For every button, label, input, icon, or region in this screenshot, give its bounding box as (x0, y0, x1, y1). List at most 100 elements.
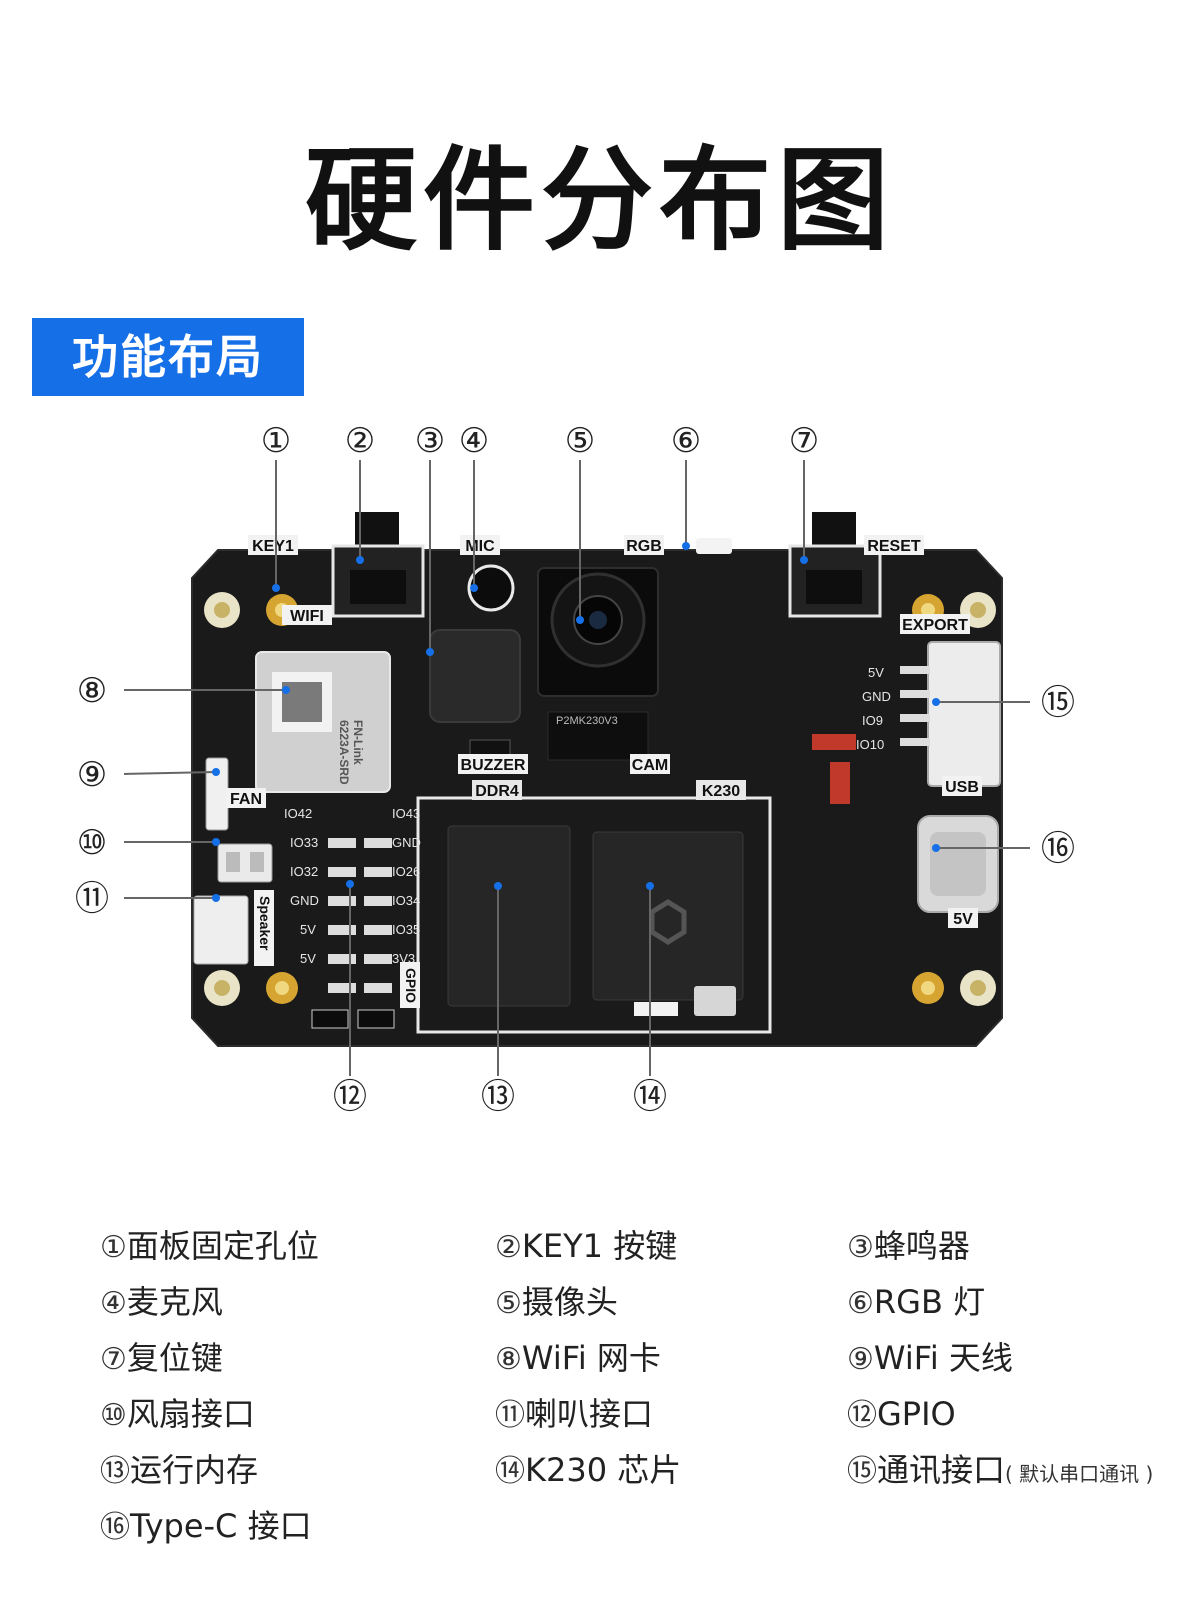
pin-label-gpio_io33: IO33 (290, 835, 318, 850)
callout-markers (212, 542, 940, 902)
callout-number: ④ (459, 422, 489, 460)
gpio-pin (328, 838, 356, 848)
gpio-pin (364, 925, 392, 935)
gpio-pin (364, 867, 392, 877)
gpio-pin (328, 896, 356, 906)
legend-label: 运行内存 (130, 1451, 259, 1489)
legend-label: KEY1 按键 (521, 1227, 678, 1265)
legend-label: Type-C 接口 (130, 1507, 312, 1545)
pin-label-gpio_io35: IO35 (392, 922, 420, 937)
gpio-pin (364, 838, 392, 848)
gpio-pin (364, 983, 392, 993)
board-label-fan: FAN (230, 791, 262, 808)
pin-label-gpio_gnd_l: GND (290, 893, 319, 908)
legend-number: ⑯ (100, 1510, 130, 1545)
callout-lines (123, 460, 1030, 1076)
callout-marker (932, 698, 940, 706)
legend-item: ⑥RGB 灯 (847, 1283, 1180, 1321)
legend-number: ⑪ (495, 1398, 525, 1433)
legend-label: 风扇接口 (126, 1395, 255, 1433)
legend-label: 面板固定孔位 (126, 1227, 319, 1265)
gpio-pin (364, 954, 392, 964)
legend-item: ⑮通讯接口( 默认串口通讯 ) (847, 1451, 1180, 1489)
pin-label-gpio_io32: IO32 (290, 864, 318, 879)
callout-marker (212, 838, 220, 846)
callout-number: ⑮ (1041, 684, 1075, 722)
board-label-rgb: RGB (626, 538, 662, 555)
red-component (830, 762, 850, 804)
legend-label: RGB 灯 (873, 1283, 986, 1321)
label-plate (624, 535, 664, 555)
callout-marker (682, 542, 690, 550)
board-label-speaker: Speaker (257, 896, 273, 951)
mic (467, 564, 515, 612)
callout-number: ⑧ (77, 672, 107, 710)
callout-number: ⑬ (481, 1078, 515, 1116)
fan-connector (217, 843, 273, 883)
usb-type-c (917, 815, 999, 913)
pin-label-export_io10: IO10 (856, 737, 884, 752)
legend-item: ⑫GPIO (847, 1395, 1180, 1433)
label-plate (254, 890, 274, 966)
callout-number: ⑪ (75, 880, 109, 918)
red-component (812, 734, 856, 750)
pin-label-export_io9: IO9 (862, 713, 883, 728)
label-plate (458, 754, 528, 774)
board-label-usb: USB (945, 779, 979, 796)
gpio-pin (328, 925, 356, 935)
legend-label: 麦克风 (126, 1283, 223, 1321)
gpio-jumper (311, 1009, 349, 1029)
legend-item: ③蜂鸣器 (847, 1228, 1180, 1265)
board-label-key1: KEY1 (252, 538, 294, 555)
legend-label: 复位键 (126, 1339, 223, 1377)
legend-item: ④麦克风 (100, 1283, 495, 1321)
label-plate (400, 962, 420, 1008)
callout-number: ① (261, 422, 291, 460)
legend-label: 通讯接口 (877, 1451, 1006, 1489)
callout-number: ⑯ (1041, 830, 1075, 868)
callout-marker (932, 844, 940, 852)
pin-label-gpio_gnd_r: GND (392, 835, 421, 850)
callout-marker (426, 648, 434, 656)
label-plate (948, 908, 978, 928)
legend-item: ⑦复位键 (100, 1339, 495, 1377)
chip-marking: P2MK230V3 (556, 715, 618, 727)
legend-item: ①面板固定孔位 (100, 1227, 495, 1265)
board-label-v5: 5V (953, 911, 973, 928)
callout-marker (212, 894, 220, 902)
legend-number: ⑤ (495, 1286, 522, 1321)
legend-number: ⑦ (100, 1342, 127, 1377)
legend-item: ②KEY1 按键 (495, 1227, 847, 1265)
legend-number: ① (100, 1230, 127, 1265)
callout-marker (576, 616, 584, 624)
legend-note: ( 默认串口通讯 ) (1005, 1462, 1154, 1486)
section-tag: 功能布局 (32, 318, 304, 396)
label-plate (282, 605, 332, 625)
legend-number: ⑥ (847, 1286, 874, 1321)
buzzer (429, 629, 521, 759)
board-label-k230: K230 (702, 783, 740, 800)
callout-number: ⑦ (789, 422, 819, 460)
board-label-cam: CAM (632, 757, 668, 774)
label-plate (248, 535, 298, 555)
callout-number: ② (345, 422, 375, 460)
gpio-pin (328, 954, 356, 964)
label-plate (460, 535, 500, 555)
legend-number: ② (495, 1230, 522, 1265)
pin-label-gpio_io42: IO42 (284, 806, 312, 821)
board-label-mic: MIC (465, 538, 495, 555)
pin-label-gpio_5v_a: 5V (300, 922, 316, 937)
legend-label: WiFi 天线 (873, 1339, 1013, 1377)
legend-label: GPIO (877, 1395, 956, 1433)
legend-item: ⑩风扇接口 (100, 1395, 495, 1433)
legend-number: ⑩ (100, 1398, 127, 1433)
key1-button (331, 512, 425, 618)
callout-marker (282, 686, 290, 694)
callout-number: ⑨ (77, 756, 107, 794)
gpio-pin (328, 983, 356, 993)
label-plate (900, 614, 970, 634)
legend-number: ⑮ (847, 1454, 877, 1489)
